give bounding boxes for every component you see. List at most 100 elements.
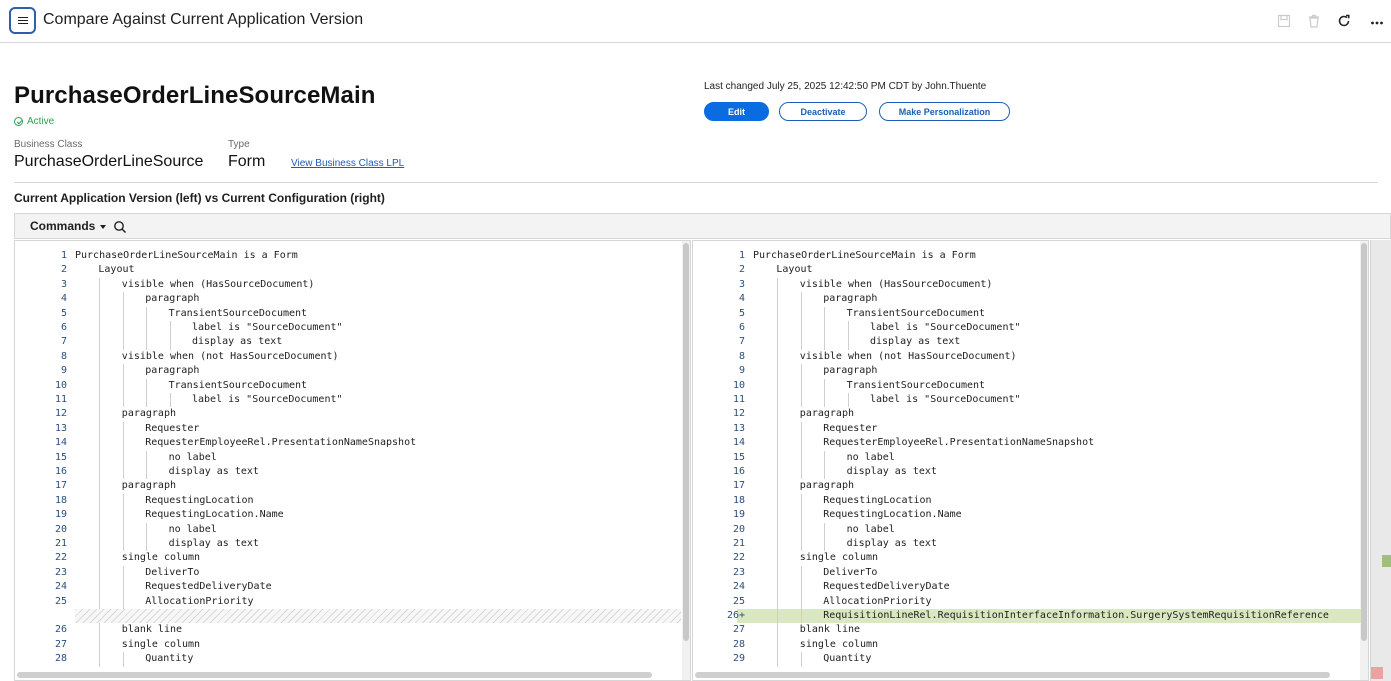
indent-guide (169, 321, 171, 336)
indent-guide (777, 623, 779, 638)
indent-guide (777, 407, 779, 422)
indent-guide (847, 393, 849, 408)
edit-button[interactable]: Edit (704, 102, 769, 121)
right-horizontal-scrollbar[interactable] (695, 672, 1330, 678)
indent-guide (99, 393, 101, 408)
line-number: 3 (60, 278, 67, 290)
indent-guide (777, 349, 779, 365)
indent-guide (777, 580, 779, 595)
indent-guide (122, 335, 124, 350)
indent-guide (777, 378, 779, 393)
deactivate-button[interactable]: Deactivate (779, 102, 867, 121)
refresh-icon[interactable] (1335, 12, 1353, 30)
code-text: paragraph (799, 480, 854, 492)
delete-icon[interactable] (1305, 12, 1323, 30)
more-icon[interactable] (1368, 12, 1386, 30)
left-horizontal-scrollbar[interactable] (17, 672, 652, 678)
indent-guide (777, 609, 779, 624)
line-number: 18 (54, 494, 67, 506)
indent-guide (777, 421, 779, 437)
indent-guide (777, 321, 779, 336)
left-vertical-scrollbar[interactable] (682, 241, 690, 680)
code-text: display as text (870, 336, 961, 348)
diff-overview-ruler[interactable] (1370, 240, 1391, 681)
menu-button[interactable] (9, 7, 36, 34)
commands-menu[interactable]: Commands (30, 219, 107, 233)
code-text: label is "SourceDocument" (870, 322, 1021, 333)
code-text: display as text (846, 538, 937, 549)
view-lpl-link[interactable]: View Business Class LPL (291, 158, 405, 169)
added-change-marker[interactable] (1382, 555, 1391, 567)
save-icon[interactable] (1275, 12, 1293, 30)
line-number: 22 (54, 552, 67, 564)
removed-change-marker[interactable] (1371, 667, 1383, 679)
line-number: 6 (60, 322, 67, 333)
line-number: 26 (54, 624, 67, 636)
right-vertical-scrollbar[interactable] (1360, 241, 1368, 680)
search-icon[interactable] (113, 220, 127, 234)
indent-guide (847, 335, 849, 350)
added-code-line[interactable]: 26+RequisitionLineRel.RequisitionInterfa… (727, 609, 1361, 624)
indent-guide (800, 594, 802, 609)
make-personalization-button[interactable]: Make Personalization (879, 102, 1010, 121)
